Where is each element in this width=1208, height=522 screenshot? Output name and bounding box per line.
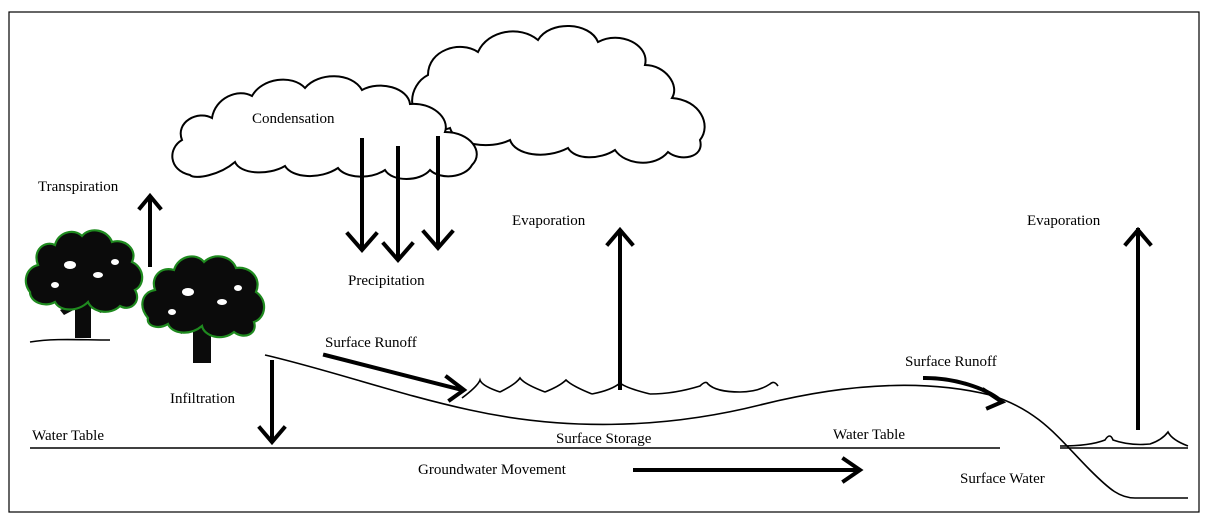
arrow-icon — [137, 192, 163, 267]
arrow-icon — [345, 138, 379, 254]
cloud-icon — [171, 75, 478, 180]
label-condensation: Condensation — [252, 111, 335, 127]
arrow-icon — [633, 456, 864, 484]
arrow-icon — [421, 136, 455, 252]
label-water-table-left: Water Table — [32, 428, 104, 444]
label-precipitation: Precipitation — [348, 273, 425, 289]
label-evaporation-right: Evaporation — [1027, 213, 1101, 229]
diagram-frame — [8, 11, 1200, 513]
ground-line-left — [29, 338, 111, 343]
arrow-icon — [605, 226, 635, 390]
label-surface-runoff-left: Surface Runoff — [325, 335, 417, 351]
tree-icon — [24, 229, 144, 338]
label-evaporation-center: Evaporation — [512, 213, 586, 229]
label-transpiration: Transpiration — [38, 179, 119, 195]
arrow-icon — [381, 146, 415, 264]
tree-icon — [141, 255, 266, 363]
label-groundwater-movement: Groundwater Movement — [418, 462, 567, 478]
label-water-table-right: Water Table — [833, 427, 905, 443]
land-surface-line — [264, 354, 1188, 499]
arrow-icon — [1123, 226, 1153, 430]
arrow-icon — [922, 375, 1007, 411]
label-surface-runoff-right: Surface Runoff — [905, 354, 997, 370]
surface-water-waves — [1059, 430, 1189, 447]
cloud-icon — [411, 25, 706, 164]
arrow-icon — [257, 360, 287, 446]
label-surface-storage: Surface Storage — [556, 431, 652, 447]
arrow-icon — [322, 352, 468, 403]
label-surface-water: Surface Water — [960, 471, 1045, 487]
label-infiltration: Infiltration — [170, 391, 235, 407]
